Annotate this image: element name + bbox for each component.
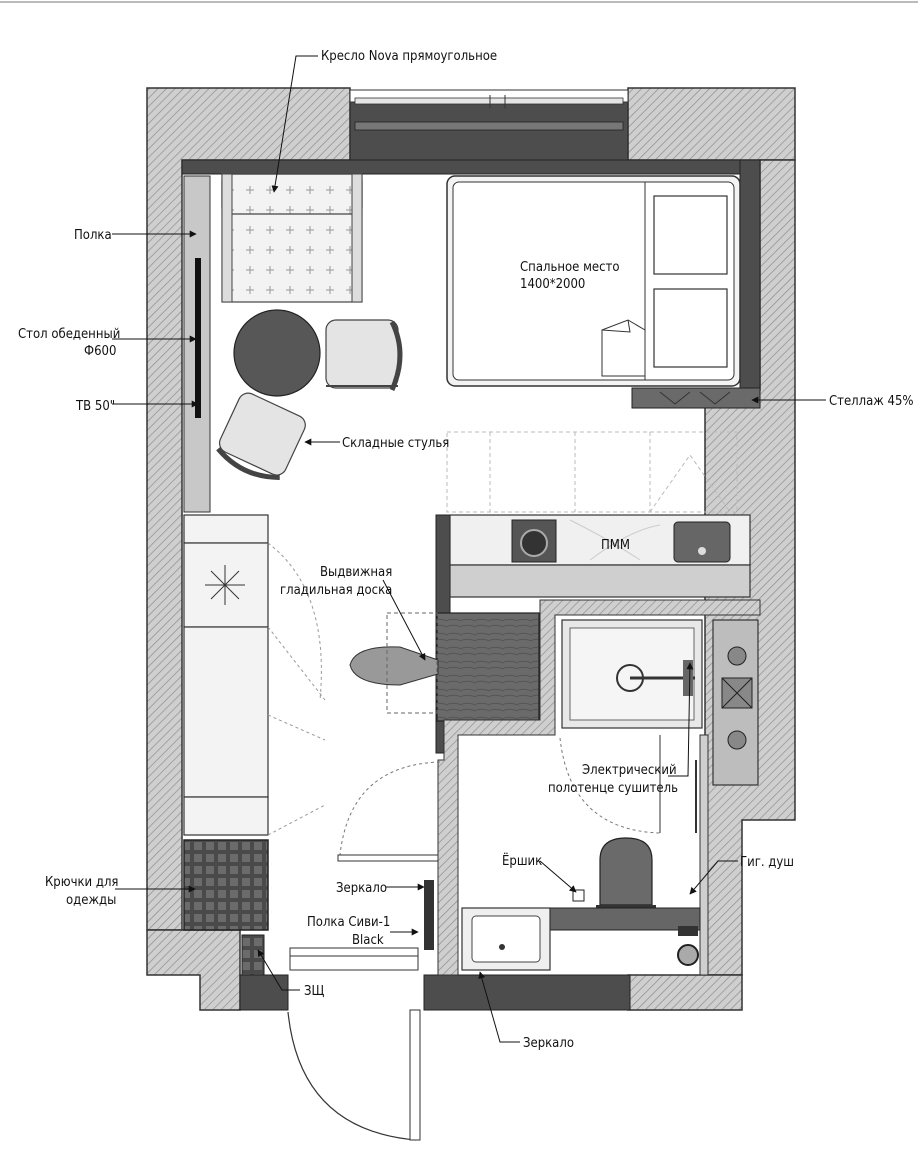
clothes-hooks bbox=[183, 839, 269, 931]
label-mirror-top: Зеркало bbox=[336, 881, 387, 896]
shower bbox=[561, 619, 703, 729]
wardrobe-starburst bbox=[205, 565, 245, 605]
label-chairs: Складные стулья bbox=[342, 436, 449, 451]
shelf-sivi bbox=[289, 947, 419, 971]
label-towel-line2: полотенце сушитель bbox=[548, 781, 678, 796]
label-hyg-shower: Гиг. душ bbox=[740, 855, 794, 870]
toilet bbox=[596, 837, 656, 911]
bathroom-counter bbox=[461, 907, 701, 971]
folding-chair bbox=[325, 319, 403, 392]
label-bed-line2: 1400*2000 bbox=[520, 277, 585, 292]
door-swings bbox=[287, 735, 697, 1141]
kitchen-counter bbox=[435, 514, 751, 754]
label-hooks-line1: Крючки для bbox=[45, 875, 118, 890]
rack bbox=[631, 387, 761, 409]
armchair bbox=[221, 173, 363, 303]
mirror bbox=[424, 880, 434, 950]
label-brush: Ёршик bbox=[502, 853, 542, 869]
wardrobe bbox=[183, 514, 269, 836]
leader-lines bbox=[112, 55, 826, 1043]
window bbox=[349, 89, 629, 131]
label-bed-line1: Спальное место bbox=[520, 260, 620, 275]
tv-panel bbox=[195, 258, 201, 418]
label-dishwasher: ПММ bbox=[601, 538, 630, 553]
label-armchair: Кресло Nova прямоугольное bbox=[321, 49, 497, 64]
bed bbox=[446, 175, 741, 387]
label-shelf: Полка bbox=[74, 228, 112, 243]
label-towel-line1: Электрический bbox=[582, 763, 677, 778]
label-rack: Стеллаж 45% bbox=[829, 394, 914, 409]
label-tv: TB 50" bbox=[75, 399, 115, 414]
dashed-outlines bbox=[446, 431, 738, 513]
folding-chair bbox=[216, 392, 306, 480]
label-hooks-line2: одежды bbox=[66, 893, 116, 908]
label-shelf-sivi-line1: Полка Сиви-1 bbox=[307, 915, 390, 930]
ironing-board bbox=[349, 612, 540, 722]
label-ironing-line1: Выдвижная bbox=[320, 565, 392, 580]
dining-table bbox=[233, 309, 321, 397]
label-table-line1: Стол обеденный bbox=[18, 327, 120, 342]
bathroom-walls bbox=[437, 599, 761, 976]
label-ironing-line2: гладильная доска bbox=[280, 583, 392, 598]
toilet-brush bbox=[572, 889, 585, 902]
label-zsch: ЗЩ bbox=[304, 984, 324, 999]
label-mirror-bottom: Зеркало bbox=[523, 1036, 574, 1051]
stove bbox=[712, 619, 759, 786]
label-table-line2: Ф600 bbox=[84, 344, 116, 359]
label-shelf-sivi-line2: Black bbox=[352, 933, 384, 948]
wardrobe-door-swings bbox=[267, 542, 326, 836]
